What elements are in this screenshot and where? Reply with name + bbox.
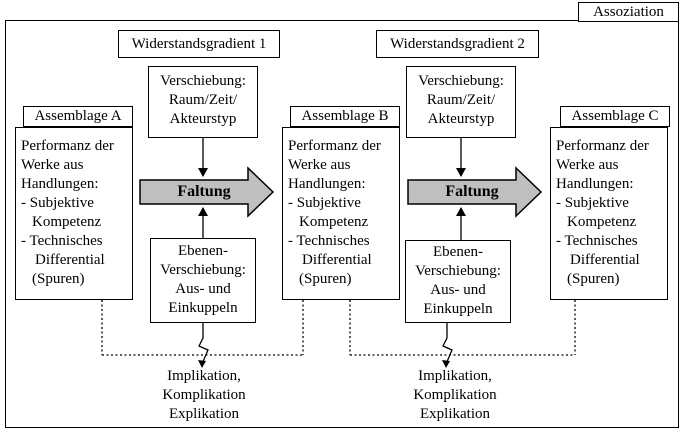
level-line-1: Ebenen- — [178, 243, 228, 259]
shift-box-1: Verschiebung: Raum/Zeit/ Akteurstyp — [148, 66, 258, 138]
performance-line-2: Werke aus — [556, 157, 619, 173]
assemblage-header-b: Assemblage B — [290, 106, 400, 127]
assemblage-header-a: Assemblage A — [23, 106, 133, 127]
assemblage-box-a: Performanz der Werke aus Handlungen: - S… — [15, 127, 133, 300]
outcome-line-1: Implikation, — [418, 368, 492, 384]
outcome-text-2: Implikation, Komplikation Explikation — [393, 367, 517, 424]
fold-label-text-1: Faltung — [177, 183, 231, 200]
shift-line-2: Raum/Zeit/ — [426, 92, 496, 108]
level-line-3: Aus- und — [430, 282, 486, 298]
shift-line-3: Akteurstyp — [169, 111, 237, 127]
assemblage-box-c: Performanz der Werke aus Handlungen: - S… — [550, 127, 668, 300]
outcome-line-2: Komplikation — [413, 387, 497, 403]
performance-line-1: Performanz der — [556, 138, 649, 154]
performance-line-5: Kompetenz — [567, 214, 637, 230]
dotted-link-2 — [349, 300, 576, 356]
fold-arrow-2 — [407, 166, 543, 218]
performance-line-3: Handlungen: — [556, 176, 634, 192]
fold-label-2: Faltung — [416, 182, 528, 202]
level-line-4: Einkuppeln — [168, 300, 238, 316]
shift-line-3: Akteurstyp — [427, 111, 495, 127]
performance-line-8: (Spuren) — [32, 271, 85, 287]
performance-line-1: Performanz der — [21, 138, 114, 154]
outcome-line-1: Implikation, — [167, 368, 241, 384]
performance-line-3: Handlungen: — [21, 176, 99, 192]
association-tag: Assoziation — [578, 2, 679, 22]
assemblage-title-a: Assemblage A — [34, 108, 122, 124]
assemblage-header-c: Assemblage C — [560, 106, 670, 127]
performance-line-4: - Subjektive — [288, 195, 361, 211]
performance-line-7: Differential — [570, 252, 640, 268]
outcome-line-2: Komplikation — [162, 387, 246, 403]
gradient-label-1: Widerstandsgradient 1 — [131, 36, 267, 52]
performance-line-7: Differential — [302, 252, 372, 268]
assemblage-title-c: Assemblage C — [571, 108, 659, 124]
performance-line-6: - Technisches — [21, 233, 103, 249]
fold-label-text-2: Faltung — [445, 183, 499, 200]
outcome-text-1: Implikation, Komplikation Explikation — [142, 367, 266, 424]
assemblage-title-b: Assemblage B — [301, 108, 389, 124]
shift-line-2: Raum/Zeit/ — [168, 92, 238, 108]
lightning-icon-1 — [198, 323, 209, 368]
performance-line-4: - Subjektive — [21, 195, 94, 211]
fold-arrow-1 — [139, 166, 275, 218]
level-box-2: Ebenen- Verschiebung: Aus- und Einkuppel… — [405, 240, 511, 323]
gradient-label-2: Widerstandsgradient 2 — [390, 36, 525, 52]
gradient-box-1: Widerstandsgradient 1 — [118, 30, 280, 58]
performance-line-6: - Technisches — [288, 233, 370, 249]
performance-line-2: Werke aus — [288, 157, 351, 173]
outcome-line-3: Explikation — [169, 406, 239, 422]
performance-line-8: (Spuren) — [567, 271, 620, 287]
outcome-line-3: Explikation — [420, 406, 490, 422]
performance-line-1: Performanz der — [288, 138, 381, 154]
shift-line-1: Verschiebung: — [418, 73, 504, 89]
performance-line-7: Differential — [35, 252, 105, 268]
assemblage-box-b: Performanz der Werke aus Handlungen: - S… — [282, 127, 400, 300]
performance-line-2: Werke aus — [21, 157, 84, 173]
lightning-icon-2 — [442, 323, 453, 368]
shift-box-2: Verschiebung: Raum/Zeit/ Akteurstyp — [406, 66, 516, 138]
performance-line-8: (Spuren) — [299, 271, 352, 287]
fold-label-1: Faltung — [148, 182, 260, 202]
performance-line-3: Handlungen: — [288, 176, 366, 192]
level-line-2: Verschiebung: — [160, 262, 246, 278]
dotted-link-1 — [101, 300, 304, 356]
level-line-4: Einkuppeln — [423, 301, 493, 317]
performance-line-5: Kompetenz — [32, 214, 102, 230]
performance-line-5: Kompetenz — [299, 214, 369, 230]
shift-line-1: Verschiebung: — [160, 73, 246, 89]
level-line-1: Ebenen- — [433, 244, 483, 260]
level-line-2: Verschiebung: — [415, 263, 501, 279]
level-line-3: Aus- und — [175, 281, 231, 297]
association-label: Assoziation — [593, 4, 664, 20]
performance-line-6: - Technisches — [556, 233, 638, 249]
level-box-1: Ebenen- Verschiebung: Aus- und Einkuppel… — [150, 238, 256, 323]
performance-line-4: - Subjektive — [556, 195, 629, 211]
gradient-box-2: Widerstandsgradient 2 — [376, 30, 539, 58]
